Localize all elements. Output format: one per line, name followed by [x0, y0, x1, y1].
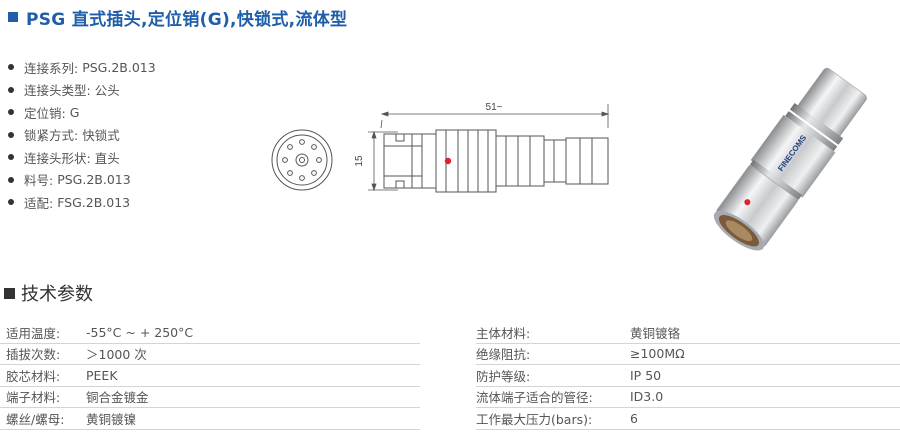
list-item: 连接头形状: 直头: [8, 146, 248, 169]
spec-value: 黄铜镀镍: [86, 408, 420, 430]
section-header-specs: 技术参数: [4, 280, 93, 306]
attr-label: 适配:: [24, 195, 54, 211]
list-item: 定位销: G: [8, 101, 248, 124]
spec-value: IP 50: [630, 365, 900, 387]
diameter-dimension-label: 15: [354, 155, 365, 167]
attr-value: G: [69, 104, 80, 120]
list-item: 适配: FSG.2B.013: [8, 191, 248, 214]
photo-grip: [750, 114, 836, 198]
product-title-text: PSG 直式插头,定位销(G),快锁式,流体型: [26, 9, 348, 30]
column-gap: [420, 387, 476, 409]
spec-label: 胶芯材料:: [0, 365, 86, 387]
photo-ring-top: [789, 103, 844, 145]
column-gap: [420, 322, 476, 344]
list-item: 料号: PSG.2B.013: [8, 169, 248, 192]
photo-red-dot: [744, 199, 751, 206]
attr-value: 直头: [94, 150, 120, 166]
spec-label: 端子材料:: [0, 387, 86, 408]
photo-contact-area: [725, 220, 753, 242]
spec-label: 螺丝/螺母:: [0, 408, 86, 430]
column-gap: [420, 344, 476, 366]
product-attributes-list: 连接系列: PSG.2B.013 连接头类型: 公头 定位销: G 锁紧方式: …: [8, 56, 248, 214]
spec-label: 流体端子适合的管径:: [476, 387, 630, 408]
table-row: 胶芯材料: PEEK 防护等级: IP 50: [0, 365, 900, 387]
table-row: 适用温度: -55°C ~ + 250°C 主体材料: 黄铜镀铬: [0, 322, 900, 344]
column-gap: [420, 365, 476, 387]
spec-value: ＞1000 次: [86, 344, 420, 365]
title-square-icon: [8, 12, 18, 22]
list-item: 连接系列: PSG.2B.013: [8, 56, 248, 79]
spec-value: PEEK: [86, 365, 420, 387]
table-row: 插拔次数: ＞1000 次 绝缘阻抗: ≥100MΩ: [0, 344, 900, 366]
list-item: 锁紧方式: 快锁式: [8, 124, 248, 147]
attr-label: 连接系列:: [24, 60, 79, 76]
bullet-icon: [8, 154, 14, 161]
spec-value: 6: [630, 408, 900, 430]
spec-label: 防护等级:: [476, 365, 630, 387]
table-row: 螺丝/螺母: 黄铜镀镍 工作最大压力(bars): 6: [0, 408, 900, 430]
diameter-dimension: [368, 130, 398, 192]
length-dimension: [380, 104, 610, 129]
product-photo: FINECOMS: [713, 67, 867, 251]
spec-value: 黄铜镀铬: [630, 322, 900, 344]
attr-value: PSG.2B.013: [82, 59, 156, 75]
product-title: PSG 直式插头,定位销(G),快锁式,流体型: [8, 4, 347, 30]
photo-ring-mid: [785, 111, 838, 152]
spec-label: 绝缘阻抗:: [476, 344, 630, 365]
column-gap: [420, 408, 476, 430]
spec-label: 适用温度:: [0, 322, 86, 344]
spec-value: 铜合金镀金: [86, 387, 420, 408]
bullet-icon: [8, 176, 14, 183]
attr-label: 定位销:: [24, 105, 66, 121]
bullet-icon: [8, 86, 14, 93]
spec-value: -55°C ~ + 250°C: [86, 322, 420, 344]
red-dot-marker: [444, 157, 452, 165]
attr-value: PSG.2B.013: [57, 172, 131, 188]
attr-label: 料号:: [24, 173, 54, 189]
front-view-drawing: [271, 129, 333, 191]
specs-table: 适用温度: -55°C ~ + 250°C 主体材料: 黄铜镀铬 插拔次数: ＞…: [0, 322, 900, 430]
bullet-icon: [8, 131, 14, 138]
attr-value: 公头: [94, 83, 120, 99]
spec-value: ID3.0: [630, 387, 900, 408]
attr-value: 快锁式: [82, 128, 120, 144]
section-square-icon: [4, 287, 15, 299]
attr-value: FSG.2B.013: [57, 194, 131, 210]
spec-label: 主体材料:: [476, 322, 630, 344]
technical-drawing: 51~ 15: [271, 102, 610, 193]
list-item: 连接头类型: 公头: [8, 79, 248, 102]
length-dimension-label: 51~: [486, 102, 503, 113]
section-title: 技术参数: [21, 284, 93, 305]
side-view-drawing: [383, 129, 609, 193]
spec-label: 工作最大压力(bars):: [476, 408, 630, 430]
bullet-icon: [8, 199, 14, 206]
spec-value: ≥100MΩ: [630, 344, 900, 365]
attr-label: 连接头形状:: [24, 150, 91, 166]
spec-label: 插拔次数:: [0, 344, 86, 365]
attr-label: 连接头类型:: [24, 83, 91, 99]
attr-label: 锁紧方式:: [24, 128, 79, 144]
photo-ring-low: [749, 159, 803, 200]
table-row: 端子材料: 铜合金镀金 流体端子适合的管径: ID3.0: [0, 387, 900, 409]
bullet-icon: [8, 109, 14, 116]
bullet-icon: [8, 64, 14, 71]
